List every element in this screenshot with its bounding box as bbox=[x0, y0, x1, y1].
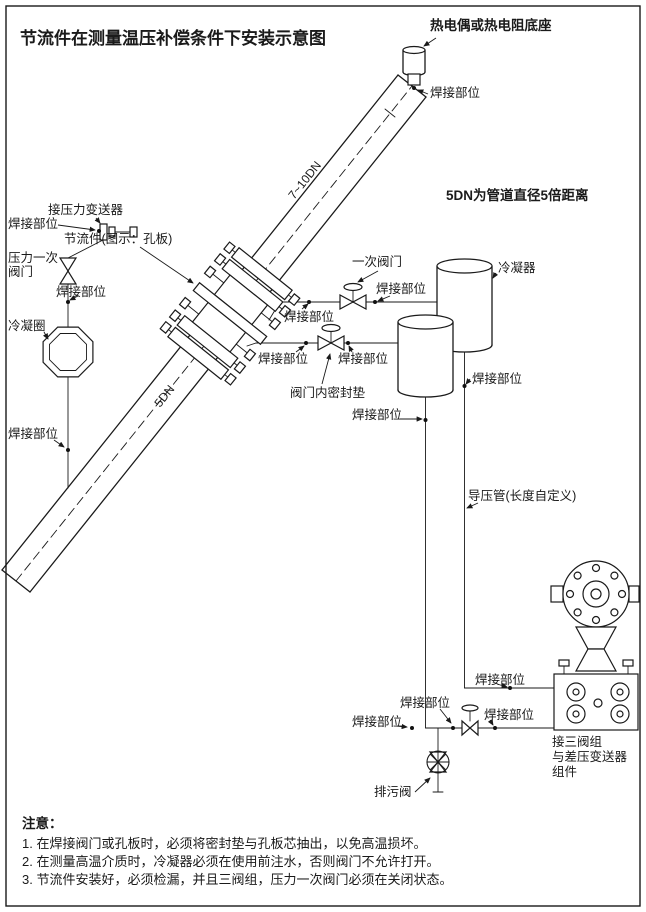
weld-label: 焊接部位 bbox=[352, 407, 402, 422]
pressure-transmitter-label: 接压力变送器 bbox=[48, 202, 124, 217]
impulse-pipe-label: 导压管(长度自定义) bbox=[468, 488, 576, 503]
valve-handwheel bbox=[343, 282, 363, 292]
pressure-primary-valve-label-line2: 阀门 bbox=[8, 264, 33, 279]
weld-label: 焊接部位 bbox=[284, 309, 334, 324]
weld-label: 焊接部位 bbox=[56, 284, 106, 299]
throttle-device-label: 节流件(图示：孔板) bbox=[64, 232, 172, 246]
weld-label: 焊接部位 bbox=[376, 281, 426, 296]
left-pressure-tap-assembly bbox=[42, 223, 138, 489]
weld-label: 焊接部位 bbox=[352, 714, 402, 729]
condensing-ring-coil bbox=[42, 326, 94, 378]
pressure-primary-valve bbox=[58, 257, 78, 285]
weld-label: 焊接部位 bbox=[484, 707, 534, 722]
flange-bolts bbox=[159, 241, 301, 386]
note-line-2: 2. 在测量高温介质时，冷凝器必须在使用前注水，否则阀门不允许打开。 bbox=[22, 854, 439, 869]
note-line-1: 1. 在焊接阀门或孔板时，必须将密封垫与孔板芯抽出，以免高温损坏。 bbox=[22, 836, 426, 851]
primary-valve-1 bbox=[339, 282, 367, 311]
valve-handwheel bbox=[461, 704, 479, 712]
page-border bbox=[5, 5, 641, 907]
manifold-label-line1: 接三阀组 bbox=[552, 734, 602, 749]
primary-valve-label: 一次阀门 bbox=[352, 254, 402, 269]
three-valve-manifold-and-transmitter bbox=[550, 560, 640, 731]
dn-distance-note: 5DN为管道直径5倍距离 bbox=[446, 187, 589, 203]
dimension-5dn-label: 5DN bbox=[151, 382, 177, 409]
pressure-primary-valve-label-line1: 压力一次 bbox=[8, 251, 58, 265]
dimension-7-10dn-label: 7~10DN bbox=[285, 158, 324, 201]
manifold-label-line2: 与差压变送器 bbox=[552, 749, 628, 764]
valve-gasket-label: 阀门内密封垫 bbox=[290, 385, 366, 400]
weld-label: 焊接部位 bbox=[472, 371, 522, 386]
thermocouple-mount bbox=[402, 45, 426, 86]
condenser-label: 冷凝器 bbox=[498, 260, 536, 275]
dimension-tick bbox=[384, 108, 396, 118]
valve-handwheel bbox=[321, 323, 341, 333]
orifice-plate bbox=[192, 281, 268, 346]
condensing-ring-label: 冷凝圈 bbox=[8, 318, 46, 333]
weld-dots bbox=[66, 86, 512, 730]
notes-heading: 注意： bbox=[22, 815, 63, 831]
weld-label: 焊接部位 bbox=[400, 695, 450, 710]
diagram-title: 节流件在测量温压补偿条件下安装示意图 bbox=[20, 28, 326, 48]
note-line-3: 3. 节流件安装好，必须检漏，并且三阀组，压力一次阀门必须在关闭状态。 bbox=[22, 872, 452, 887]
weld-label: 焊接部位 bbox=[338, 351, 388, 366]
weld-label: 焊接部位 bbox=[8, 216, 58, 231]
drain-valve-label: 排污阀 bbox=[374, 785, 412, 799]
weld-label: 焊接部位 bbox=[258, 351, 308, 366]
weld-label: 焊接部位 bbox=[475, 672, 525, 687]
primary-valve-2 bbox=[317, 323, 345, 352]
drain-valve bbox=[426, 750, 450, 774]
lower-line-valve bbox=[461, 704, 479, 737]
manifold-label-line3: 组件 bbox=[552, 765, 577, 779]
pointer-lines bbox=[42, 37, 508, 793]
weld-label: 焊接部位 bbox=[430, 85, 480, 100]
orifice-flange-assembly bbox=[159, 241, 301, 386]
weld-label: 焊接部位 bbox=[8, 426, 58, 441]
condenser-2 bbox=[397, 314, 454, 398]
thermocouple-label: 热电偶或热电阻底座 bbox=[430, 17, 552, 33]
